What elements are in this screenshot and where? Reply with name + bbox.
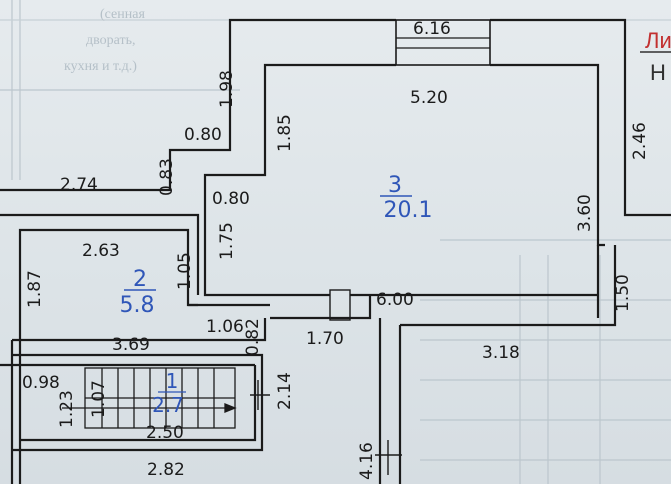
door-opening <box>329 289 351 321</box>
dim-room2-bottom: 3.69 <box>112 335 150 355</box>
dim-room3-right: 3.60 <box>575 194 595 232</box>
dim-step-vertical: 0.83 <box>157 158 177 196</box>
dim-door-width: 1.70 <box>306 329 344 349</box>
outer-wall-upper <box>0 18 396 192</box>
dim-stair-inner: 1.07 <box>89 380 109 418</box>
dim-left-outer-wall: 2.74 <box>60 175 98 195</box>
dim-room2-top: 2.63 <box>82 241 120 261</box>
dim-stair-left: 1.23 <box>57 390 77 428</box>
faded-form-text: (сенная <box>100 7 145 22</box>
room-labels: 3 20.1 2 5.8 1 2.7 <box>120 173 433 417</box>
dim-small-vertical: 0.82 <box>243 318 263 356</box>
room-1-area: 2.7 <box>152 393 184 417</box>
room-3-number: 3 <box>388 173 402 198</box>
dimension-labels: 6.16 5.20 2.46 1.98 0.80 1.85 0.83 2.74 … <box>22 19 650 480</box>
dim-top-wall: 6.16 <box>413 19 451 39</box>
corner-fragment-red: Ли <box>645 28 671 53</box>
outer-wall-right-top <box>490 18 671 217</box>
room2-wall-outer <box>0 213 200 295</box>
dim-bottom-right-wall: 3.18 <box>482 343 520 363</box>
dim-room2-left: 1.87 <box>25 270 45 308</box>
dimension-ticks <box>250 380 402 475</box>
room2-wall <box>18 228 270 484</box>
dim-corridor: 4.16 <box>357 442 377 480</box>
room-2-area: 5.8 <box>120 293 155 318</box>
dim-right-lower: 1.50 <box>613 274 633 312</box>
dim-stair-right: 2.14 <box>275 372 295 410</box>
walls <box>0 18 671 484</box>
window <box>395 19 491 66</box>
room2-bottom <box>12 318 267 342</box>
dim-room3-bottom: 6.00 <box>376 290 414 310</box>
dim-stair-side: 0.98 <box>22 373 60 393</box>
dim-room2-right: 1.05 <box>175 252 195 290</box>
room3-inner-top <box>203 63 396 297</box>
staircase <box>62 367 237 429</box>
dim-left-upper-diag: 1.98 <box>217 70 237 108</box>
dim-step-horizontal: 0.80 <box>184 125 222 145</box>
dim-room3-top-inner: 5.20 <box>410 88 448 108</box>
dim-bottom-wall: 2.82 <box>147 460 185 480</box>
dim-room3-left-upper: 1.85 <box>275 114 295 152</box>
dim-small-horizontal: 1.06 <box>206 317 244 337</box>
dim-room3-step-inner: 0.80 <box>212 189 250 209</box>
room-3-area: 20.1 <box>384 198 433 223</box>
corner-fragment-dark: Н <box>650 60 666 85</box>
faded-form-text: кухня и т.д.) <box>64 59 137 74</box>
stair-room-wall <box>12 353 264 452</box>
dim-room3-left-lower: 1.75 <box>217 222 237 260</box>
dim-right-upper: 2.46 <box>630 122 650 160</box>
faded-form-text: дворать, <box>86 33 136 48</box>
room3-inner-right <box>490 63 605 247</box>
room-1-number: 1 <box>166 369 179 393</box>
room-2-number: 2 <box>133 267 147 292</box>
dim-stair-bottom-inner: 2.50 <box>146 423 184 443</box>
